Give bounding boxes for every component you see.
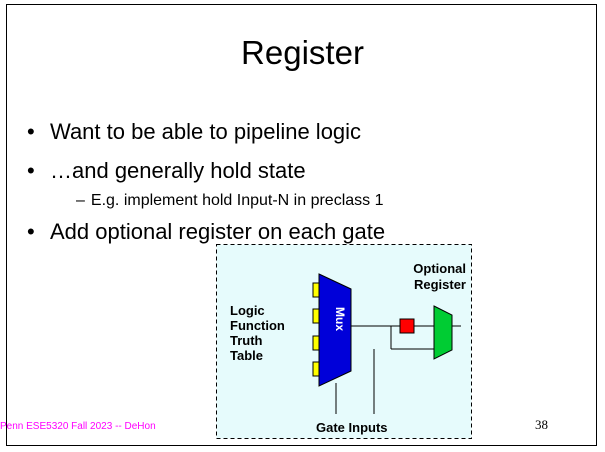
bullet-optional-register: Add optional register on each gate — [27, 221, 385, 244]
gate-inputs-label: Gate Inputs — [316, 420, 388, 435]
output-mux-shape — [433, 305, 453, 360]
logic-function-label: Logic Function Truth Table — [230, 303, 285, 363]
register-wiring — [351, 325, 434, 350]
optional-register-label: Optional Register — [413, 261, 466, 292]
gate-input-wires — [335, 349, 375, 414]
page-number: 38 — [535, 417, 548, 432]
optional-register-label-line: Register — [414, 277, 466, 292]
gate-diagram: Mux Logic Function Truth Table Optional … — [216, 244, 472, 439]
optional-register-label-line: Optional — [413, 261, 466, 276]
bullet-pipeline: Want to be able to pipeline logic — [27, 121, 361, 144]
logic-function-label-line: Function — [230, 318, 285, 333]
bullet-hold-state: …and generally hold state — [27, 160, 306, 183]
logic-function-label-line: Truth — [230, 333, 263, 348]
logic-function-label-line: Logic — [230, 303, 265, 318]
mux-shape — [318, 273, 352, 387]
slide-title: Register — [241, 34, 364, 71]
logic-function-label-line: Table — [230, 348, 263, 363]
slide-footer: Penn ESE5320 Fall 2023 -- DeHon — [0, 421, 156, 432]
mux-label: Mux — [333, 307, 347, 331]
register-box — [399, 318, 415, 334]
sub-bullet-example: E.g. implement hold Input-N in preclass … — [76, 193, 384, 209]
